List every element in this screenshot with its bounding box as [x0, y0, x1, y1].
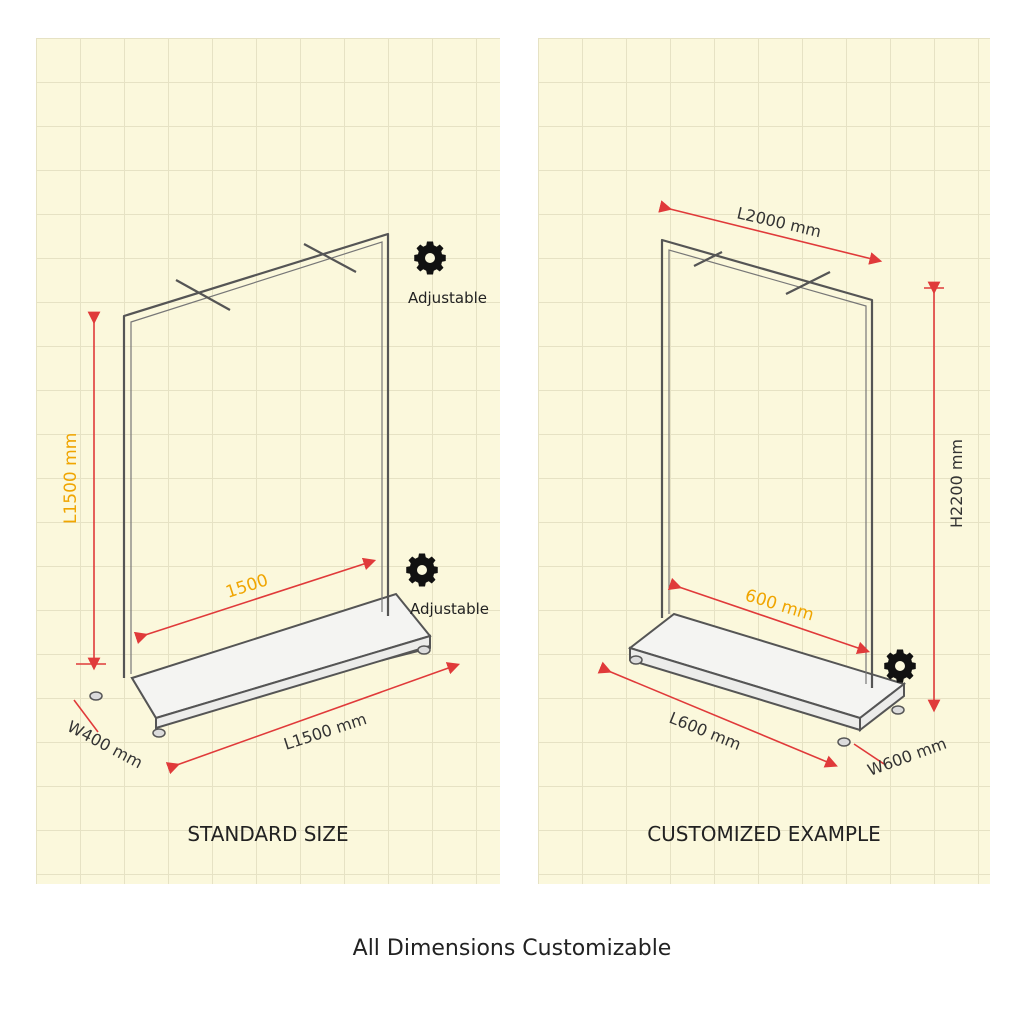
inner-width-label: 600 mm	[743, 586, 817, 626]
adjustable-label-bottom: Adjustable	[410, 600, 489, 618]
standard-size-panel: L1500 mm 1500 L1500 mm W400 mm Adjustabl…	[36, 38, 500, 884]
gear-icon	[406, 553, 438, 587]
footer-caption: All Dimensions Customizable	[352, 936, 672, 961]
height-label: L1500 mm	[61, 433, 81, 524]
rack-frame	[122, 232, 390, 678]
standard-rack-drawing: L1500 mm 1500 L1500 mm W400 mm Adjustabl…	[61, 232, 489, 775]
length-label: L600 mm	[667, 708, 744, 754]
standard-size-caption: STANDARD SIZE	[187, 822, 349, 846]
customized-example-caption: CUSTOMIZED EXAMPLE	[647, 822, 881, 846]
customized-example-panel: L2000 mm H2200 mm 600 mm L600 mm W600 mm…	[538, 38, 990, 884]
top-length-dimension: L2000 mm	[658, 200, 883, 265]
gear-icon	[884, 649, 916, 683]
height-dimension: H2200 mm	[924, 281, 966, 713]
custom-rack-drawing: L2000 mm H2200 mm 600 mm L600 mm W600 mm	[597, 200, 966, 780]
width-dimension: W600 mm	[853, 734, 949, 780]
height-label: H2200 mm	[947, 439, 966, 528]
inner-length-label: 1500	[223, 570, 270, 602]
length-label: L1500 mm	[281, 709, 369, 754]
rack-base	[89, 592, 432, 738]
width-label: W400 mm	[64, 717, 146, 773]
gear-icon	[414, 241, 446, 275]
height-dimension: L1500 mm	[61, 311, 106, 671]
width-dimension: W400 mm	[64, 699, 146, 773]
width-label: W600 mm	[865, 734, 949, 780]
adjustable-label-top: Adjustable	[408, 289, 487, 307]
